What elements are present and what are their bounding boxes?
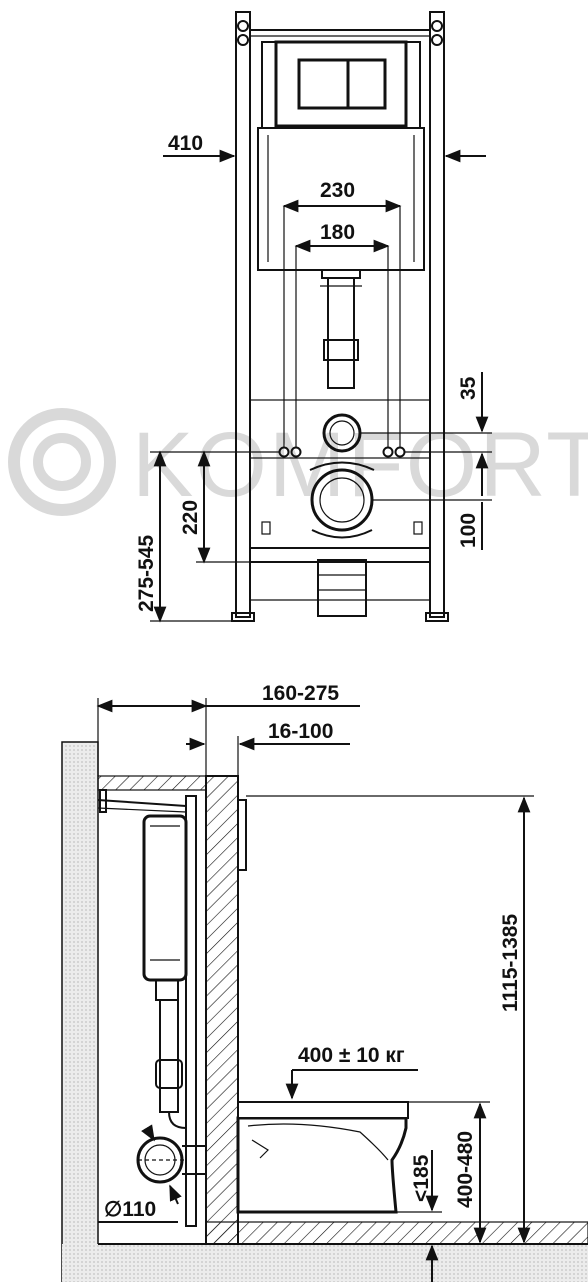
screed bbox=[205, 1221, 588, 1245]
dim-400-480: 400-480 bbox=[454, 1131, 477, 1208]
watermark: KOMFORT bbox=[8, 408, 588, 516]
cistern-side bbox=[142, 814, 188, 982]
dim-1115-1385: 1115-1385 bbox=[499, 914, 522, 1012]
dim-16-100: 16-100 bbox=[268, 720, 333, 743]
dim-35: 35 bbox=[457, 376, 480, 400]
dim-220: 220 bbox=[179, 500, 202, 535]
mount-plate bbox=[249, 399, 431, 459]
front-view: 410 230 180 35 100 220 275-545 bbox=[135, 11, 492, 623]
dim-410: 410 bbox=[168, 132, 203, 155]
dim-160-275: 160-275 bbox=[262, 682, 339, 705]
flush-pipe bbox=[327, 277, 355, 389]
toilet-seat bbox=[237, 1101, 409, 1119]
side-view: ∅110 160-275 16-100 400 ± 10 кг 1115-138… bbox=[61, 682, 588, 1282]
load-label: 400 ± 10 кг bbox=[298, 1044, 405, 1067]
dim-185: <185 bbox=[410, 1154, 433, 1202]
drain-pipe bbox=[317, 559, 367, 617]
side-flush-pipe bbox=[159, 999, 179, 1113]
watermark-circle-icon bbox=[8, 408, 116, 516]
front-wall-hatched bbox=[205, 775, 239, 1245]
dim-pipe-diameter: ∅110 bbox=[104, 1198, 156, 1221]
dim-100: 100 bbox=[457, 513, 480, 548]
dim-275-545: 275-545 bbox=[135, 535, 158, 612]
cistern-top bbox=[261, 41, 421, 129]
right-upright bbox=[429, 11, 445, 618]
rear-wall bbox=[61, 741, 99, 1282]
dim-230: 230 bbox=[320, 179, 355, 202]
left-upright bbox=[235, 11, 251, 618]
flush-buttons bbox=[297, 58, 387, 110]
side-frame bbox=[185, 795, 197, 1227]
dim-180: 180 bbox=[320, 221, 355, 244]
toilet-bowl bbox=[236, 1116, 408, 1214]
flush-plate bbox=[274, 40, 408, 128]
floor bbox=[62, 1244, 588, 1282]
